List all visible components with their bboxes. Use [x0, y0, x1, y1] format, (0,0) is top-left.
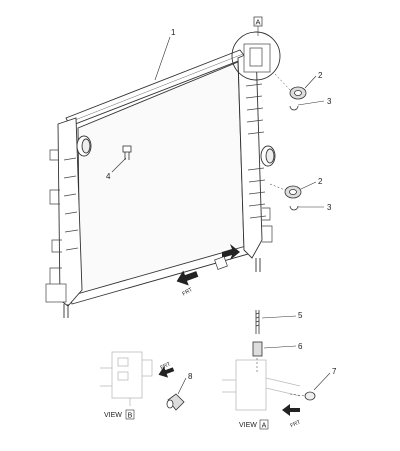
label-part-2-lower: 2 — [318, 177, 323, 186]
radiator-assembly — [45, 31, 281, 318]
front-arrow-view-a-text: FRT — [290, 419, 303, 429]
view-b-caption-letter: B — [128, 413, 133, 420]
nut-part-7 — [304, 391, 316, 401]
detail-a-circle — [231, 31, 281, 81]
part-number-labels: 1 2 3 2 3 4 5 6 7 8 — [106, 28, 337, 381]
view-a-caption: VIEW — [239, 422, 257, 429]
sleeve-part-6 — [252, 341, 263, 357]
label-part-3-upper: 3 — [327, 97, 332, 106]
grommet-part-2-upper — [289, 86, 307, 100]
front-arrow-main-text: FRT — [182, 287, 195, 298]
view-b-inset — [100, 351, 153, 406]
front-arrow-view-b-text: FRT — [160, 361, 173, 371]
view-b-caption-box — [125, 409, 135, 420]
bushing-part-8 — [166, 393, 185, 411]
label-part-6: 6 — [298, 342, 303, 351]
view-a-caption-letter: A — [262, 423, 267, 430]
left-tank — [57, 117, 83, 307]
label-part-2-upper: 2 — [318, 71, 323, 80]
label-part-7: 7 — [332, 367, 337, 376]
label-part-3-lower: 3 — [327, 203, 332, 212]
view-a-inset — [222, 359, 301, 411]
view-b-caption: VIEW — [104, 412, 122, 419]
label-part-8: 8 — [188, 372, 193, 381]
bolt-part-5 — [255, 310, 260, 334]
label-part-1: 1 — [171, 28, 176, 37]
label-part-4: 4 — [106, 172, 111, 181]
leader-lines — [154, 36, 331, 395]
label-part-5: 5 — [298, 311, 303, 320]
detail-a-tag-text: A — [255, 18, 260, 27]
front-arrow-main: FRT — [176, 270, 199, 298]
view-b-arrow — [214, 244, 240, 270]
clip-part-3-upper — [289, 105, 299, 111]
clip-part-3-lower — [289, 205, 299, 211]
grommet-part-2-lower — [284, 185, 302, 199]
front-arrow-view-b: FRT — [158, 361, 175, 378]
view-a-caption-box — [259, 419, 269, 430]
front-arrow-view-a: FRT — [282, 404, 302, 429]
